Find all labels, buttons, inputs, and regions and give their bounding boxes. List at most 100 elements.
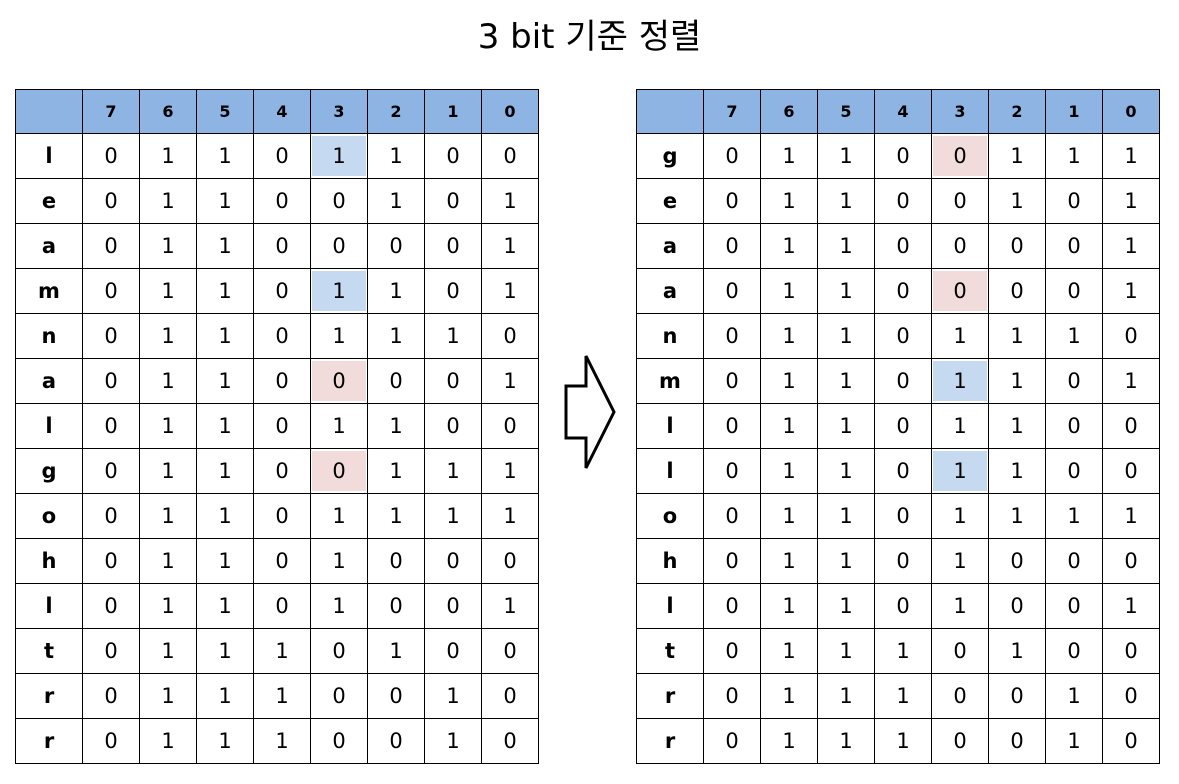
row-label: a	[636, 223, 704, 269]
bit-cell-0: 0	[481, 718, 539, 764]
bit-cell-3: 0	[310, 448, 368, 494]
bit-cell-6: 1	[760, 718, 818, 764]
bit-value: 1	[503, 504, 517, 528]
bit-value: 1	[1010, 369, 1024, 393]
bit-value: 0	[725, 459, 739, 483]
bit-cell-6: 1	[760, 403, 818, 449]
bit-cell-2: 1	[367, 493, 425, 539]
bit-cell-2: 0	[988, 718, 1046, 764]
bit-value: 0	[725, 594, 739, 618]
bit-cell-4: 0	[874, 358, 932, 404]
bit-value: 1	[446, 684, 460, 708]
bit-value: 0	[896, 279, 910, 303]
bit-value: 1	[503, 369, 517, 393]
bit-value: 1	[161, 324, 175, 348]
bit-value: 0	[104, 414, 118, 438]
bit-value: 1	[161, 144, 175, 168]
bit-cell-4: 1	[253, 673, 311, 719]
bit-value: 1	[782, 684, 796, 708]
bit-cell-0: 1	[481, 268, 539, 314]
bit-value: 1	[332, 414, 346, 438]
bit-cell-5: 1	[196, 133, 254, 179]
bit-cell-5: 1	[196, 358, 254, 404]
bit-value: 1	[218, 279, 232, 303]
bit-cell-2: 0	[367, 718, 425, 764]
corner-cell	[15, 89, 83, 134]
bit-cell-0: 0	[1102, 448, 1160, 494]
bit-cell-7: 0	[82, 358, 140, 404]
bit-value: 1	[332, 549, 346, 573]
bit-cell-0: 1	[1102, 358, 1160, 404]
bit-cell-3: 0	[931, 628, 989, 674]
bit-value: 0	[725, 189, 739, 213]
bit-value: 0	[503, 324, 517, 348]
bit-value: 1	[446, 504, 460, 528]
bit-value: 0	[933, 136, 987, 176]
bit-cell-0: 0	[481, 538, 539, 584]
bit-cell-5: 1	[196, 628, 254, 674]
bit-cell-6: 1	[760, 133, 818, 179]
bit-cell-0: 1	[481, 493, 539, 539]
bit-cell-7: 0	[703, 223, 761, 269]
bit-value: 0	[503, 144, 517, 168]
bit-value: 1	[389, 144, 403, 168]
bit-value: 1	[218, 459, 232, 483]
bit-value: 0	[275, 594, 289, 618]
bit-value: 1	[782, 549, 796, 573]
bit-cell-4: 0	[253, 313, 311, 359]
bit-cell-3: 0	[931, 223, 989, 269]
bit-value: 0	[953, 189, 967, 213]
bit-value: 0	[104, 594, 118, 618]
bit-cell-4: 0	[253, 178, 311, 224]
bit-value: 1	[1010, 189, 1024, 213]
bit-value: 0	[275, 369, 289, 393]
bit-value: 1	[446, 324, 460, 348]
bit-cell-7: 0	[82, 583, 140, 629]
bit-cell-3: 0	[931, 268, 989, 314]
bit-cell-4: 0	[874, 223, 932, 269]
bit-cell-7: 0	[703, 178, 761, 224]
bit-value: 0	[725, 369, 739, 393]
bit-value: 1	[1067, 729, 1081, 753]
bit-cell-2: 1	[367, 268, 425, 314]
bit-cell-5: 1	[817, 448, 875, 494]
bit-value: 1	[896, 639, 910, 663]
bit-cell-6: 1	[139, 313, 197, 359]
bit-value: 0	[896, 324, 910, 348]
bit-cell-6: 1	[760, 268, 818, 314]
bit-value: 1	[332, 504, 346, 528]
bit-cell-0: 0	[481, 673, 539, 719]
bit-value: 0	[503, 639, 517, 663]
bit-value: 1	[782, 324, 796, 348]
bit-cell-7: 0	[82, 178, 140, 224]
bit-cell-6: 1	[139, 268, 197, 314]
bit-cell-4: 0	[874, 583, 932, 629]
bit-value: 1	[312, 136, 366, 176]
bit-cell-3: 1	[310, 493, 368, 539]
bit-cell-1: 0	[1045, 403, 1103, 449]
bit-value: 0	[104, 369, 118, 393]
bit-cell-1: 1	[1045, 673, 1103, 719]
bit-value: 1	[839, 459, 853, 483]
bit-cell-5: 1	[817, 358, 875, 404]
bit-value: 1	[503, 459, 517, 483]
bit-value: 0	[389, 594, 403, 618]
bit-value: 1	[1067, 324, 1081, 348]
bit-value: 1	[933, 361, 987, 401]
bit-value: 0	[725, 684, 739, 708]
bit-value: 1	[218, 324, 232, 348]
bit-value: 0	[446, 414, 460, 438]
bit-cell-2: 1	[988, 133, 1046, 179]
bit-header-2: 2	[367, 89, 425, 134]
bit-value: 1	[782, 414, 796, 438]
bit-cell-2: 1	[988, 313, 1046, 359]
bit-value: 0	[275, 549, 289, 573]
bit-value: 0	[1010, 279, 1024, 303]
row-label: g	[636, 133, 704, 179]
